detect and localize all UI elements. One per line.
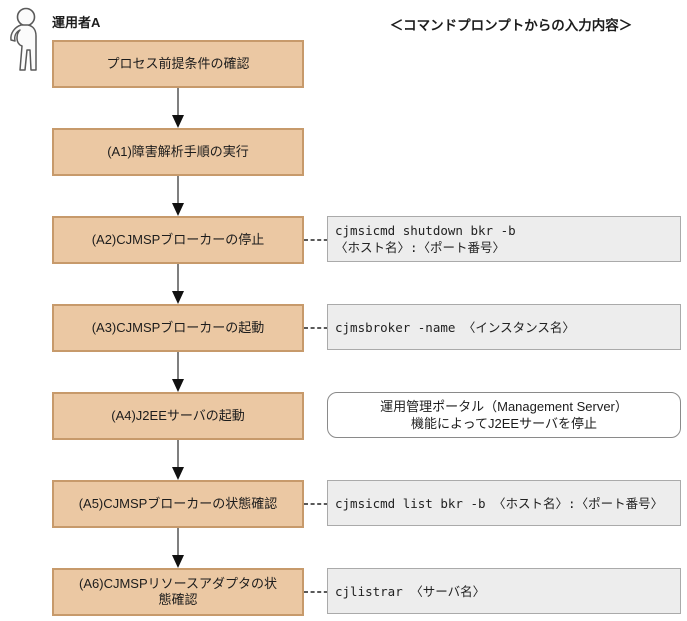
command-note-a5: cjmsicmd list bkr -b 〈ホスト名〉:〈ポート番号〉 — [327, 480, 681, 526]
flow-step-label: (A4)J2EEサーバの起動 — [111, 408, 245, 423]
flow-step-a6: (A6)CJMSPリソースアダプタの状態確認 — [52, 568, 304, 616]
flow-step-a2: (A2)CJMSPブローカーの停止 — [52, 216, 304, 264]
command-line: 〈ホスト名〉:〈ポート番号〉 — [335, 240, 506, 255]
arrow-down-icon — [172, 440, 184, 480]
info-note-a4: 運用管理ポータル（Management Server） 機能によってJ2EEサー… — [327, 392, 681, 438]
flow-step-a3: (A3)CJMSPブローカーの起動 — [52, 304, 304, 352]
command-line: cjmsicmd shutdown bkr -b — [335, 223, 516, 238]
operator-person-icon — [10, 7, 37, 71]
flow-step-label: (A5)CJMSPブローカーの状態確認 — [78, 496, 278, 511]
flow-step-a4: (A4)J2EEサーバの起動 — [52, 392, 304, 440]
command-note-a3: cjmsbroker -name 〈インスタンス名〉 — [327, 304, 681, 350]
dashed-connector — [304, 591, 328, 593]
dashed-connector — [304, 503, 328, 505]
right-column-header: ＜コマンドプロンプトからの入力内容＞ — [389, 18, 633, 33]
arrow-down-icon — [172, 352, 184, 392]
arrow-down-icon — [172, 264, 184, 304]
info-line: 機能によってJ2EEサーバを停止 — [411, 416, 597, 431]
flow-step-label: (A3)CJMSPブローカーの起動 — [91, 320, 265, 335]
dashed-connector — [304, 327, 328, 329]
flow-step-label: プロセス前提条件の確認 — [106, 56, 250, 71]
arrow-down-icon — [172, 176, 184, 216]
actor-label: 運用者A — [52, 15, 101, 30]
dashed-connector — [304, 239, 328, 241]
command-note-a6: cjlistrar 〈サーバ名〉 — [327, 568, 681, 614]
command-line: cjmsbroker -name 〈インスタンス名〉 — [335, 319, 575, 335]
command-note-a2: cjmsicmd shutdown bkr -b 〈ホスト名〉:〈ポート番号〉 — [327, 216, 681, 262]
flow-step-a1: (A1)障害解析手順の実行 — [52, 128, 304, 176]
command-line: cjlistrar 〈サーバ名〉 — [335, 583, 486, 599]
flow-step-label: (A6)CJMSPリソースアダプタの状態確認 — [79, 576, 277, 607]
flow-step-label: (A2)CJMSPブローカーの停止 — [91, 232, 265, 247]
arrow-down-icon — [172, 528, 184, 568]
flow-step-start: プロセス前提条件の確認 — [52, 40, 304, 88]
arrow-down-icon — [172, 88, 184, 128]
flow-step-a5: (A5)CJMSPブローカーの状態確認 — [52, 480, 304, 528]
command-line: cjmsicmd list bkr -b 〈ホスト名〉:〈ポート番号〉 — [335, 495, 664, 511]
flow-step-label: (A1)障害解析手順の実行 — [107, 144, 249, 159]
info-line: 運用管理ポータル（Management Server） — [380, 399, 628, 414]
